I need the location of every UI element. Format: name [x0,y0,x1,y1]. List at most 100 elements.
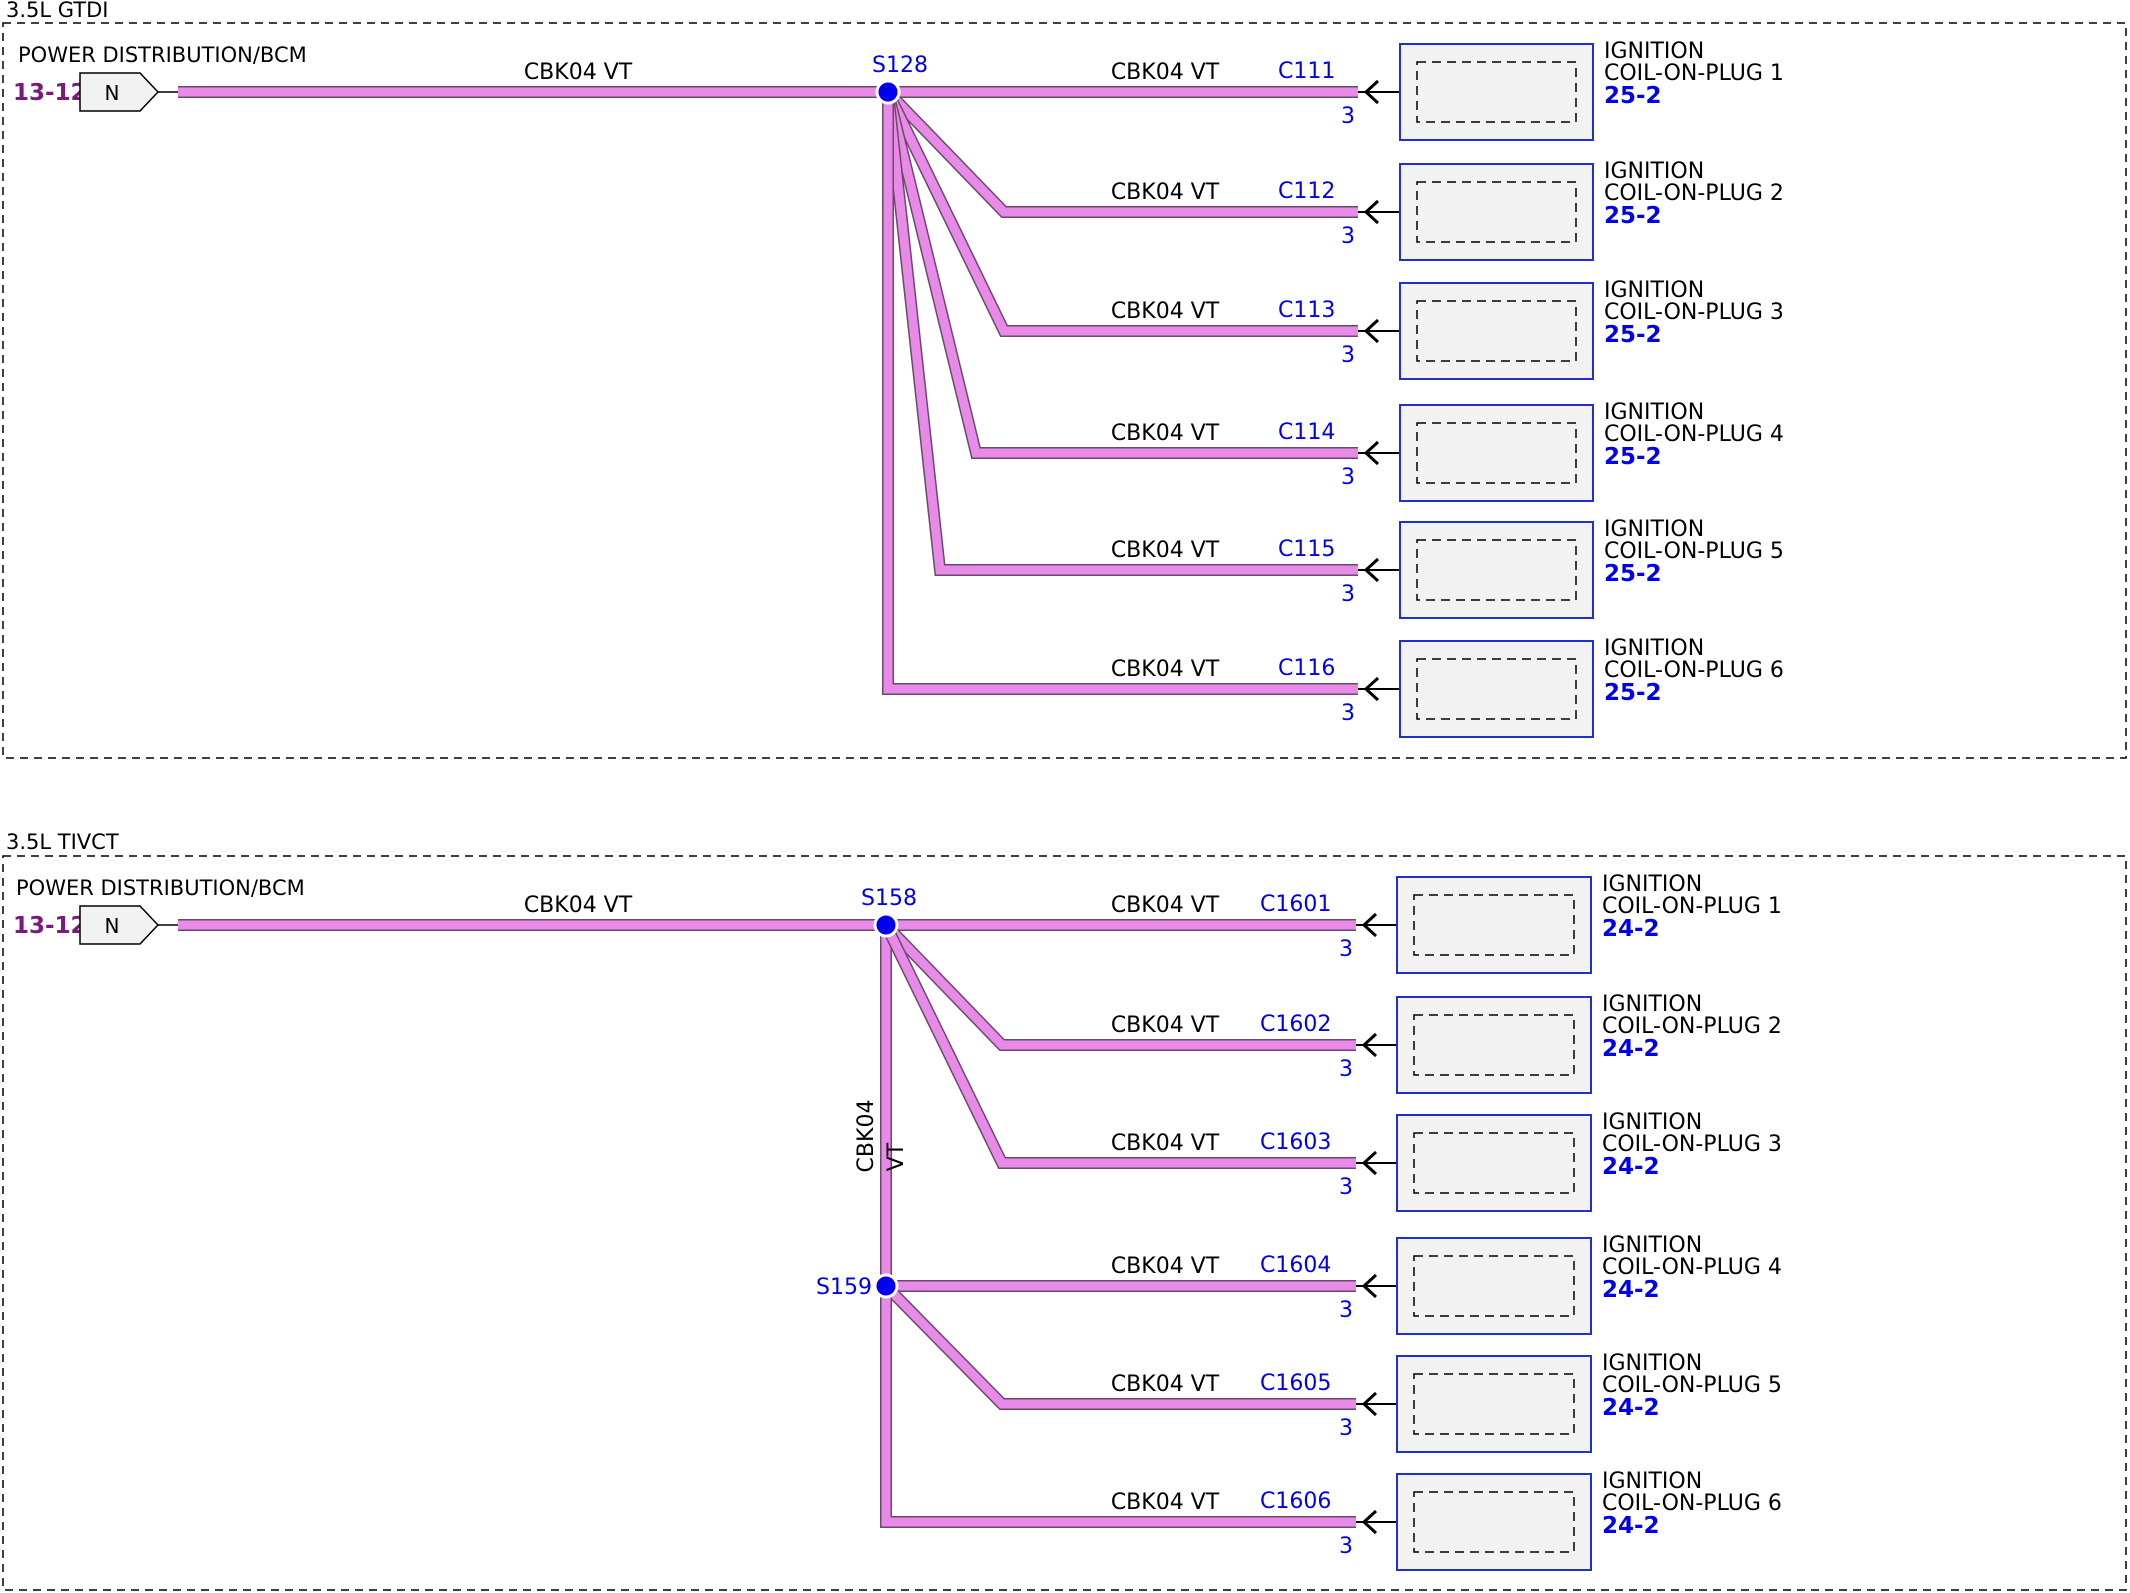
component-page-ref: 24-2 [1602,1395,1660,1421]
component-name-line2: COIL-ON-PLUG 1 [1604,61,1784,86]
branch-wire-label: CBK04 VT [1111,1490,1220,1515]
branch-wire [884,88,1358,217]
branch-wire-label: CBK04 VT [1111,299,1220,324]
terminal-arrow-icon [1363,318,1380,344]
main-wire-label: CBK04 VT [524,893,633,918]
pin-number: 3 [1339,937,1353,962]
section-border [2,855,2127,1591]
pin-number: 3 [1339,1416,1353,1441]
pin-number: 3 [1341,224,1355,249]
component-name-line1: IGNITION [1602,1469,1702,1494]
branch-wire-label: CBK04 VT [1111,1013,1220,1038]
component-inner-box [1413,1132,1575,1194]
connector-id: C115 [1278,537,1335,562]
splice-id: S158 [861,886,917,911]
component-page-ref: 24-2 [1602,916,1660,942]
pin-number: 3 [1339,1175,1353,1200]
component-inner-box [1413,894,1575,956]
component-name-line2: COIL-ON-PLUG 6 [1602,1491,1782,1516]
component-name-line1: IGNITION [1604,636,1704,661]
terminal-arrow-icon [1363,557,1380,583]
section-title: 3.5L GTDI [6,0,109,22]
source-page-ref: 13-12 [13,913,87,939]
terminal-arrow-icon [1361,1509,1378,1535]
branch-wire [883,90,1358,336]
terminal-arrow-icon [1363,79,1380,105]
source-component-label: POWER DISTRIBUTION/BCM [18,43,307,67]
trunk-circuit-label: CBK04 [854,1100,879,1173]
source-connector-shape [79,905,160,945]
connector-id: C1606 [1260,1489,1331,1514]
branch-wire [883,92,1358,694]
terminal-arrow-icon [1363,440,1380,466]
branch-wire [881,1286,1356,1527]
pin-number: 3 [1341,582,1355,607]
pin-number: 3 [1339,1298,1353,1323]
component-page-ref: 25-2 [1604,83,1662,109]
component-name-line2: COIL-ON-PLUG 3 [1602,1132,1782,1157]
connector-id: C114 [1278,420,1335,445]
branch-wire-label: CBK04 VT [1111,893,1220,918]
component-page-ref: 25-2 [1604,322,1662,348]
branch-wire-label: CBK04 VT [1111,1372,1220,1397]
component-name-line1: IGNITION [1604,517,1704,542]
component-box [1399,521,1594,619]
component-page-ref: 25-2 [1604,680,1662,706]
component-inner-box [1416,300,1577,362]
component-box [1396,1237,1592,1335]
component-inner-box [1416,539,1577,601]
connector-id: C116 [1278,656,1335,681]
component-page-ref: 24-2 [1602,1277,1660,1303]
splice-dot [873,912,899,938]
pin-number: 3 [1341,104,1355,129]
component-page-ref: 24-2 [1602,1513,1660,1539]
connector-id: C1603 [1260,1130,1331,1155]
component-name-line1: IGNITION [1604,159,1704,184]
branch-wire [882,921,1356,1050]
component-name-line2: COIL-ON-PLUG 4 [1604,422,1784,447]
branch-wire-label: CBK04 VT [1111,421,1220,446]
component-page-ref: 25-2 [1604,561,1662,587]
component-box [1396,996,1592,1094]
terminal-arrow-icon [1361,1391,1378,1417]
terminal-arrow-icon [1361,1032,1378,1058]
component-inner-box [1416,422,1577,484]
component-inner-box [1413,1373,1575,1435]
component-name-line1: IGNITION [1604,39,1704,64]
branch-wire [881,923,1356,1168]
connector-id: C1605 [1260,1371,1331,1396]
terminal-arrow-icon [1363,676,1380,702]
component-box [1396,1355,1592,1453]
splice-id: S159 [816,1275,872,1300]
component-name-line2: COIL-ON-PLUG 5 [1602,1373,1782,1398]
section-border [2,22,2127,759]
branch-wire-label: CBK04 VT [1111,1131,1220,1156]
component-inner-box [1413,1255,1575,1317]
component-name-line2: COIL-ON-PLUG 5 [1604,539,1784,564]
connector-id: C1604 [1260,1253,1331,1278]
component-inner-box [1416,658,1577,720]
source-page-ref: 13-12 [13,80,87,106]
component-name-line2: COIL-ON-PLUG 4 [1602,1255,1782,1280]
component-inner-box [1416,181,1577,243]
component-name-line2: COIL-ON-PLUG 2 [1604,181,1784,206]
component-name-line1: IGNITION [1602,1351,1702,1376]
component-inner-box [1413,1491,1575,1553]
splice-dot [875,79,901,105]
component-inner-box [1416,61,1577,123]
source-connector-tag: N [105,914,120,938]
connector-id: C112 [1278,179,1335,204]
branch-wire [883,91,1358,575]
component-page-ref: 25-2 [1604,203,1662,229]
